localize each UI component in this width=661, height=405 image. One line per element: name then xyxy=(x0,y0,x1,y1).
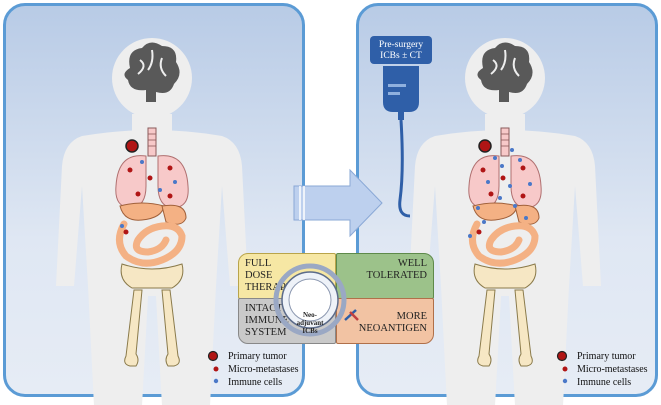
center-label: Neo- adjuvant ICBs xyxy=(285,311,335,335)
primary-tumor-marker xyxy=(125,139,139,153)
legend-immune-cells: Immune cells xyxy=(228,377,283,388)
iv-tube xyxy=(398,119,411,218)
center-label-line1: Neo- xyxy=(303,311,317,319)
quadrant-full-dose-line1: FULL xyxy=(245,258,272,269)
cells-right xyxy=(468,139,532,238)
quadrant-well-tolerated-line2: TOLERATED xyxy=(366,270,427,281)
iv-bag-icon xyxy=(370,36,432,218)
quadrant-more-neoantigen-line2: NEOANTIGEN xyxy=(358,323,427,334)
legend-left: Primary tumor Micro-metastases Immune ce… xyxy=(228,350,299,389)
center-label-line2: adjuvant xyxy=(296,319,324,327)
legend-primary-tumor: Primary tumor xyxy=(577,351,636,362)
quadrant-full-dose: FULL DOSE THERAPY xyxy=(238,253,336,299)
iv-bag-line1: Pre-surgery xyxy=(378,40,424,50)
body-silhouette-right xyxy=(409,38,601,405)
legend-immune-cells: Immune cells xyxy=(577,377,632,388)
iv-bag-label: Pre-surgery ICBs ± CT xyxy=(372,40,430,62)
center-label-line3: ICBs xyxy=(302,327,318,335)
quadrant-more-neoantigen-line1: MORE xyxy=(396,311,427,322)
quadrant-well-tolerated: WELL TOLERATED xyxy=(336,253,434,299)
legend-markers-left xyxy=(207,350,219,384)
quadrant-intact-immune-line2: IMMUNE xyxy=(245,315,289,326)
quadrant-more-neoantigen: MORE NEOANTIGEN xyxy=(336,298,434,344)
legend-micro-metastases: Micro-metastases xyxy=(577,364,648,375)
legend-right: Primary tumor Micro-metastases Immune ce… xyxy=(577,350,648,389)
cells-left xyxy=(120,139,177,235)
legend-micro-metastases: Micro-metastases xyxy=(228,364,299,375)
iv-bag-line2: ICBs ± CT xyxy=(380,51,422,61)
primary-tumor-marker xyxy=(478,139,492,153)
quadrant-full-dose-line3: THERAPY xyxy=(245,282,294,293)
legend-markers-right xyxy=(556,350,568,384)
transition-arrow xyxy=(293,168,383,238)
legend-primary-tumor: Primary tumor xyxy=(228,351,287,362)
quadrant-intact-immune-line1: INTACT xyxy=(245,303,283,314)
quadrant-intact-immune-line3: SYSTEM xyxy=(245,327,287,338)
body-silhouette-left xyxy=(56,38,248,405)
quadrant-well-tolerated-line1: WELL xyxy=(397,258,427,269)
quadrant-full-dose-line2: DOSE xyxy=(245,270,273,281)
